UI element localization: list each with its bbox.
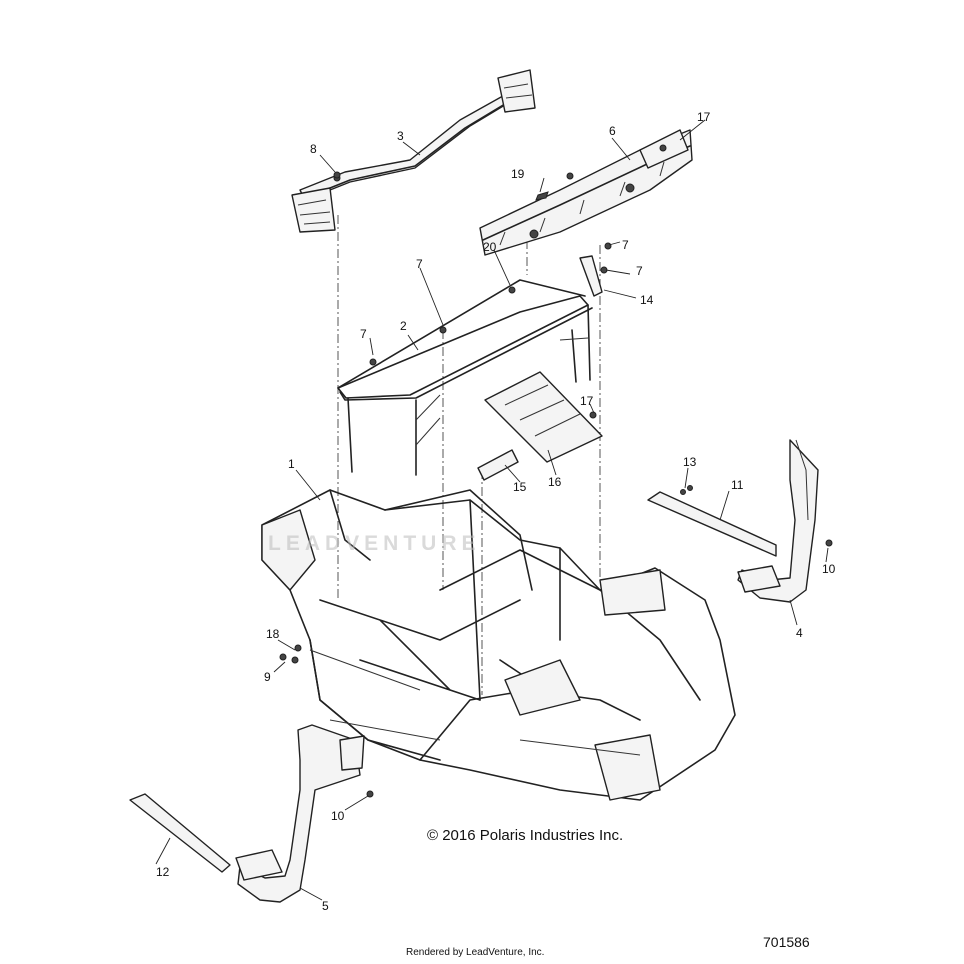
part-15-bracket [477, 449, 519, 481]
callout-5: 5 [322, 899, 329, 913]
callout-13: 13 [683, 455, 697, 469]
callout-4: 4 [796, 626, 803, 640]
footer-rendered-by: Rendered by LeadVenture, Inc. [406, 947, 545, 958]
copyright-notice: © 2016 Polaris Industries Inc. [427, 827, 624, 844]
callout-6: 6 [609, 124, 616, 138]
callout-15: 15 [513, 480, 527, 494]
watermark-text: LEADVENTURE [268, 532, 481, 555]
callout-3: 3 [397, 129, 404, 143]
callout-16: 16 [548, 475, 562, 489]
callout-17a: 17 [697, 110, 711, 124]
callout-1: 1 [288, 457, 295, 471]
part-11-bar [647, 485, 777, 557]
part-14-bracket [579, 255, 603, 297]
alignment-lines [337, 215, 601, 695]
part-3-cross-tube [291, 69, 536, 233]
part-4-right-step [737, 439, 833, 603]
callout-9: 9 [264, 670, 271, 684]
callout-7a: 7 [416, 257, 423, 271]
callout-8: 8 [310, 142, 317, 156]
part-16-floor-panel [484, 371, 603, 463]
part-12-bar [129, 793, 231, 873]
callout-10b: 10 [331, 809, 345, 823]
callout-20: 20 [483, 240, 497, 254]
part-2-bed-frame [337, 279, 593, 476]
part-19-clip [535, 191, 549, 201]
leader-lines [155, 119, 829, 901]
callout-18: 18 [266, 627, 280, 641]
callout-7b: 7 [360, 327, 367, 341]
part-1-main-frame [261, 489, 736, 801]
part-5-left-step [235, 724, 374, 903]
diagram-number: 701586 [763, 934, 810, 950]
callout-17b: 17 [580, 394, 594, 408]
callout-19: 19 [511, 167, 525, 181]
callout-2: 2 [400, 319, 407, 333]
callout-7d: 7 [636, 264, 643, 278]
callout-14: 14 [640, 293, 654, 307]
callout-7c: 7 [622, 238, 629, 252]
callout-10a: 10 [822, 562, 836, 576]
callout-12: 12 [156, 865, 170, 879]
callout-11: 11 [731, 478, 744, 492]
